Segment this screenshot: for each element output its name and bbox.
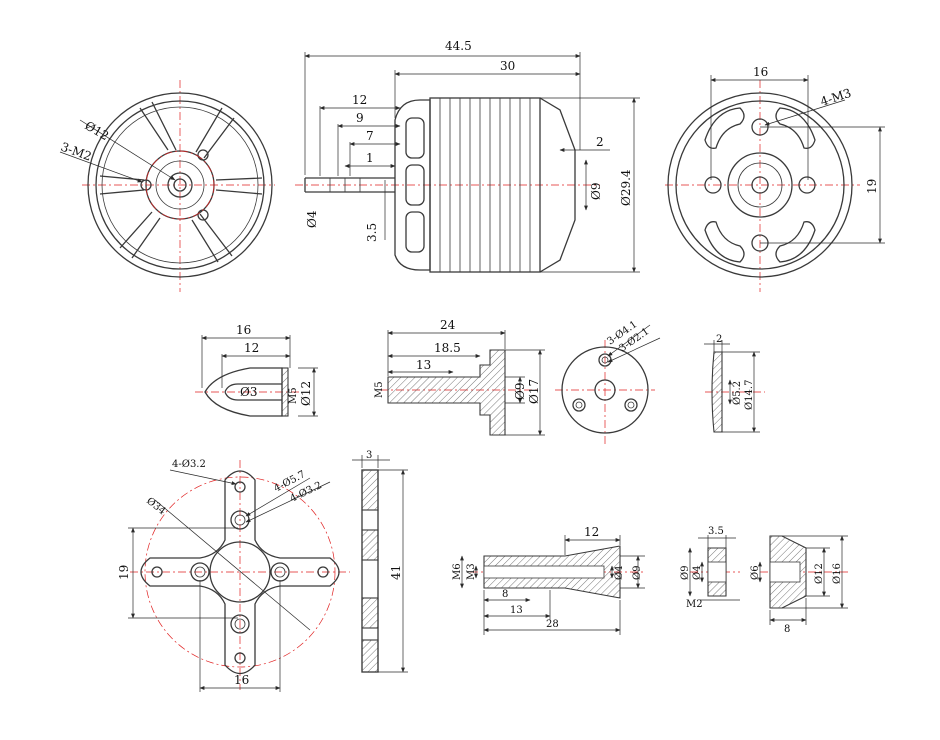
adapter-18-5-label: 18.5: [434, 341, 461, 355]
shaft-adapter: 12 M6 M3 Ø4 Ø9 8 13 28: [452, 525, 645, 635]
shaft-adapter-13-label: 13: [510, 605, 523, 616]
front-bolt-circle-label: Ø12: [83, 118, 112, 143]
adapter-thread-label: M5: [374, 381, 385, 398]
shaft-adapter-12-label: 12: [584, 525, 599, 539]
shaft-adapter-m3-label: M3: [466, 563, 477, 580]
boss-dia-label: Ø9: [589, 183, 603, 200]
rear-holes-label: 4-M3: [819, 86, 853, 109]
shaft-3-5-label: 3.5: [365, 223, 379, 242]
washer-thickness-label: 2: [716, 334, 722, 345]
motor-front-view: Ø12 3-M2: [59, 80, 275, 292]
body-length-label: 30: [500, 59, 515, 73]
adapter-dia17-label: Ø17: [527, 379, 541, 404]
shaft-adapter-dia9-label: Ø9: [632, 565, 643, 580]
body-dia-label: Ø29.4: [619, 169, 633, 206]
shaft-dia-label: Ø4: [305, 210, 319, 228]
collet: Ø6 Ø12 Ø16 8: [750, 535, 850, 635]
shaft-7-label: 7: [366, 129, 374, 143]
gap-2-label: 2: [596, 135, 604, 149]
side-thickness-label: 3: [366, 450, 372, 461]
collet-dia6-label: Ø6: [750, 565, 761, 580]
washer-inner-label: Ø5.2: [732, 381, 743, 405]
nut-dia4-label: Ø4: [692, 565, 703, 580]
collet-dia16-label: Ø16: [832, 563, 843, 584]
washer-outer-label: Ø14.7: [744, 380, 755, 410]
nut-thickness-label: 3.5: [708, 526, 724, 537]
motor-rear-view: 16 4-M3 19: [665, 65, 885, 292]
mount-height-label: 19: [117, 565, 131, 580]
mount-width-label: 16: [234, 673, 249, 687]
mount-side: 3 41: [352, 450, 408, 673]
cone-inner-label: 12: [244, 341, 259, 355]
motor-side-view: 44.5 30 12 9 7 1 Ø4 3.5 2 Ø9 Ø29.4: [295, 39, 640, 273]
cone-thread-label: M5: [288, 387, 299, 404]
rear-height-label: 19: [865, 179, 879, 194]
shaft-1-label: 1: [366, 151, 374, 165]
washer: 2 Ø5.2 Ø14.7: [704, 334, 765, 433]
adapter-dia9-label: Ø9: [513, 383, 527, 400]
shaft-adapter-8-label: 8: [502, 589, 508, 600]
prop-adapter: 24 18.5 13 M5 Ø9 Ø17: [374, 318, 545, 436]
adapter-face: 3-Ø4.1 3-Ø2.1: [555, 319, 661, 445]
shaft-adapter-dia4-label: Ø4: [614, 565, 625, 580]
collet-dia12-label: Ø12: [814, 563, 825, 584]
prop-cone: 16 12 Ø3 M5 Ø12: [195, 323, 318, 417]
cone-length-label: 16: [236, 323, 251, 337]
rear-width-label: 16: [753, 65, 768, 79]
shaft-adapter-m6-label: M6: [452, 563, 463, 580]
cone-dia-label: Ø12: [299, 381, 313, 406]
adapter-13-label: 13: [416, 358, 431, 372]
collet-length-label: 8: [784, 624, 790, 635]
mount-holes-a-label: 4-Ø3.2: [172, 459, 206, 470]
cone-bore-label: Ø3: [240, 385, 257, 399]
cross-mount: 4-Ø3.2 4-Ø5.7 4-Ø3.2 Ø34 19 16: [117, 459, 350, 692]
nut-dia9-label: Ø9: [680, 565, 691, 580]
mount-circle-label: Ø34: [144, 496, 167, 518]
side-height-label: 41: [389, 565, 403, 580]
nut-thread-label: M2: [686, 599, 703, 610]
adapter-length-label: 24: [440, 318, 456, 332]
shaft-12-label: 12: [352, 93, 367, 107]
front-holes-label: 3-M2: [59, 140, 94, 164]
overall-length-label: 44.5: [445, 39, 472, 53]
shaft-adapter-28-label: 28: [546, 619, 559, 630]
shaft-9-label: 9: [356, 111, 364, 125]
nut: 3.5 Ø9 Ø4 M2: [680, 526, 740, 610]
